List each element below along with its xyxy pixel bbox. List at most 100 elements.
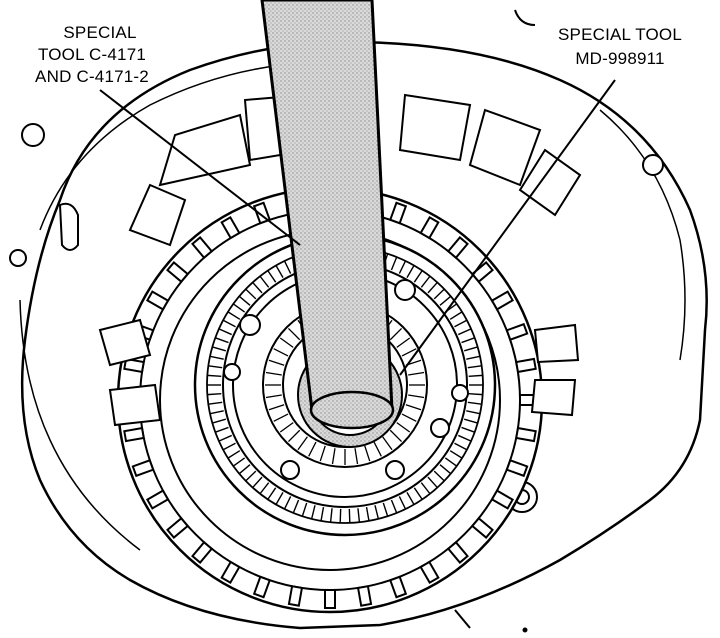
gear-tooth bbox=[439, 464, 452, 475]
gear-tooth bbox=[273, 413, 289, 422]
callout-tool-md998911: SPECIAL TOOL MD-998911 bbox=[558, 25, 682, 68]
gear-tooth bbox=[265, 371, 282, 376]
gear-tooth bbox=[401, 348, 417, 357]
drum-spline bbox=[146, 290, 170, 311]
gear-tooth bbox=[218, 434, 233, 442]
gear-tooth bbox=[331, 448, 336, 465]
gear-tooth bbox=[320, 506, 325, 522]
gear-tooth bbox=[268, 359, 285, 366]
gear-tooth bbox=[467, 401, 482, 405]
gear-tooth bbox=[365, 506, 370, 522]
gear-tooth bbox=[382, 436, 393, 451]
gear-tooth bbox=[232, 457, 246, 467]
gear-tooth bbox=[275, 492, 284, 505]
gear-tooth bbox=[252, 281, 263, 294]
gear-tooth bbox=[215, 426, 229, 433]
case-marks bbox=[454, 9, 536, 633]
gear-tooth bbox=[461, 337, 475, 344]
gear-tooth bbox=[287, 327, 301, 341]
gear-tooth bbox=[265, 394, 282, 399]
gear-tooth bbox=[238, 464, 251, 475]
gear-tooth bbox=[396, 422, 411, 433]
gear-tooth bbox=[218, 328, 233, 336]
gear-tooth bbox=[389, 429, 403, 443]
gear-tooth bbox=[449, 311, 463, 320]
drum-spline bbox=[220, 216, 241, 240]
callout-tool-c4171: SPECIAL TOOL C-4171 AND C-4171-2 bbox=[35, 23, 149, 86]
drum-spline bbox=[515, 426, 537, 443]
gear-tooth bbox=[259, 275, 270, 288]
gear-tooth bbox=[390, 499, 398, 514]
gear-tooth bbox=[292, 499, 300, 514]
gear-tooth bbox=[297, 436, 308, 451]
drum-spline bbox=[191, 540, 214, 564]
gear-tooth bbox=[357, 508, 361, 523]
gear-tooth bbox=[287, 429, 301, 443]
gear-tooth bbox=[227, 450, 241, 459]
gear-tooth bbox=[227, 311, 241, 320]
gear-tooth bbox=[427, 476, 438, 489]
gear-tooth bbox=[405, 404, 422, 411]
gear-tooth bbox=[279, 422, 294, 433]
gear-tooth bbox=[301, 502, 308, 517]
drum-spline bbox=[505, 459, 529, 478]
gear-tooth bbox=[398, 496, 407, 510]
gear-tooth bbox=[467, 365, 482, 369]
gear-tooth bbox=[464, 418, 478, 424]
gear-tooth bbox=[457, 434, 472, 442]
gear-tooth bbox=[209, 410, 224, 415]
gear-tooth bbox=[310, 505, 316, 520]
drum-spline bbox=[287, 585, 304, 607]
gear-tooth bbox=[208, 401, 223, 405]
drum-spline bbox=[324, 589, 336, 609]
drum-spline bbox=[131, 459, 155, 478]
gear-tooth bbox=[283, 496, 292, 510]
gear-tooth bbox=[468, 374, 483, 378]
gear-tooth bbox=[267, 270, 277, 283]
gear-tooth bbox=[466, 410, 481, 415]
gear-tooth bbox=[275, 265, 284, 278]
drum-spline bbox=[490, 290, 514, 311]
drum-spline bbox=[515, 357, 537, 374]
gear-tooth bbox=[439, 295, 452, 306]
gear-tooth bbox=[457, 328, 472, 336]
leader-lines bbox=[99, 79, 616, 376]
drum-spline bbox=[220, 560, 241, 584]
drum-spline bbox=[419, 216, 440, 240]
drum-spline bbox=[191, 236, 214, 260]
gear-tooth bbox=[406, 265, 415, 278]
gear-tooth bbox=[319, 445, 326, 462]
drum-spline bbox=[123, 357, 145, 374]
drum-spline bbox=[123, 426, 145, 443]
gear-tooth bbox=[245, 470, 257, 482]
gear-tooth bbox=[408, 394, 425, 399]
gear-tooth bbox=[420, 275, 431, 288]
gear-tooth bbox=[374, 505, 380, 520]
drum-spline bbox=[419, 560, 440, 584]
gear-tooth bbox=[238, 295, 251, 306]
gear-tooth bbox=[420, 482, 431, 495]
gear-tooth bbox=[308, 441, 317, 457]
gear-tooth bbox=[413, 270, 423, 283]
gear-tooth bbox=[273, 348, 289, 357]
gear-tooth bbox=[408, 371, 425, 376]
gear-tooth bbox=[245, 288, 257, 300]
gear-tooth bbox=[398, 260, 407, 274]
gear-tooth bbox=[373, 441, 382, 457]
gear-tooth bbox=[413, 487, 423, 500]
gear-tooth bbox=[389, 327, 403, 341]
gear-tooth bbox=[382, 502, 389, 517]
gear-tooth bbox=[207, 374, 222, 378]
gear-tooth bbox=[279, 337, 294, 348]
gear-tooth bbox=[252, 476, 263, 489]
callout-tool-c4171-line-1: SPECIAL bbox=[63, 23, 136, 42]
gear-tooth bbox=[454, 319, 468, 328]
gear-tooth bbox=[427, 281, 438, 294]
gear-tooth bbox=[222, 319, 236, 328]
gear-tooth bbox=[468, 392, 483, 396]
gear-tooth bbox=[406, 492, 415, 505]
drum-spline bbox=[446, 236, 469, 260]
gear-tooth bbox=[444, 457, 458, 467]
drum-spline bbox=[356, 585, 373, 607]
